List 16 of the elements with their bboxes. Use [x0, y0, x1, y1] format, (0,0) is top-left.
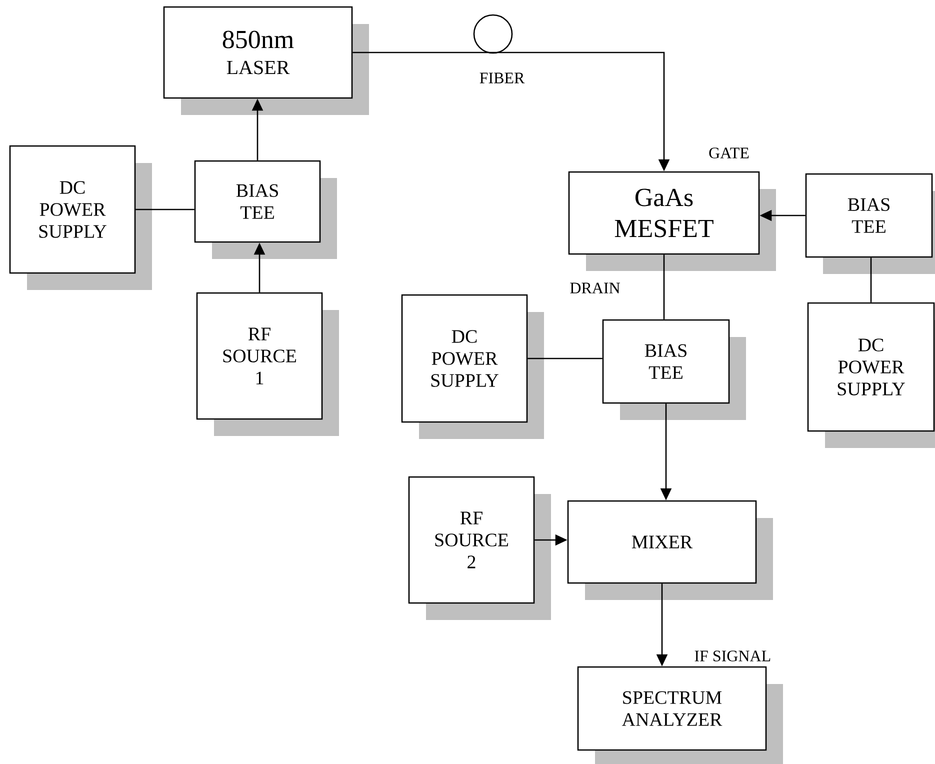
bias-tee-box: BIAS TEE: [805, 173, 935, 274]
power-supply-box: DC POWER SUPPLY: [9, 145, 152, 290]
mixer-box: MIXER: [567, 500, 773, 600]
terminal-label: GATE: [709, 148, 749, 158]
source-box: RF SOURCE 1: [196, 292, 339, 436]
bias-tee-box: BIAS TEE: [194, 160, 337, 259]
source-box: RF SOURCE 2: [408, 476, 551, 620]
terminal-label: DRAIN: [570, 282, 620, 294]
analyzer-box: SPECTRUM ANALYZER: [577, 666, 783, 764]
bias-tee-box: BIAS TEE: [602, 319, 746, 420]
edge-label: FIBER: [478, 72, 526, 84]
transistor-box: GaAs MESFET: [568, 171, 776, 271]
power-supply-box: DC POWER SUPPLY: [807, 302, 935, 448]
edge-label: IF SIGNAL: [693, 650, 772, 662]
power-supply-box: DC POWER SUPPLY: [401, 294, 544, 439]
laser-box: 850nm LASER: [163, 6, 369, 115]
